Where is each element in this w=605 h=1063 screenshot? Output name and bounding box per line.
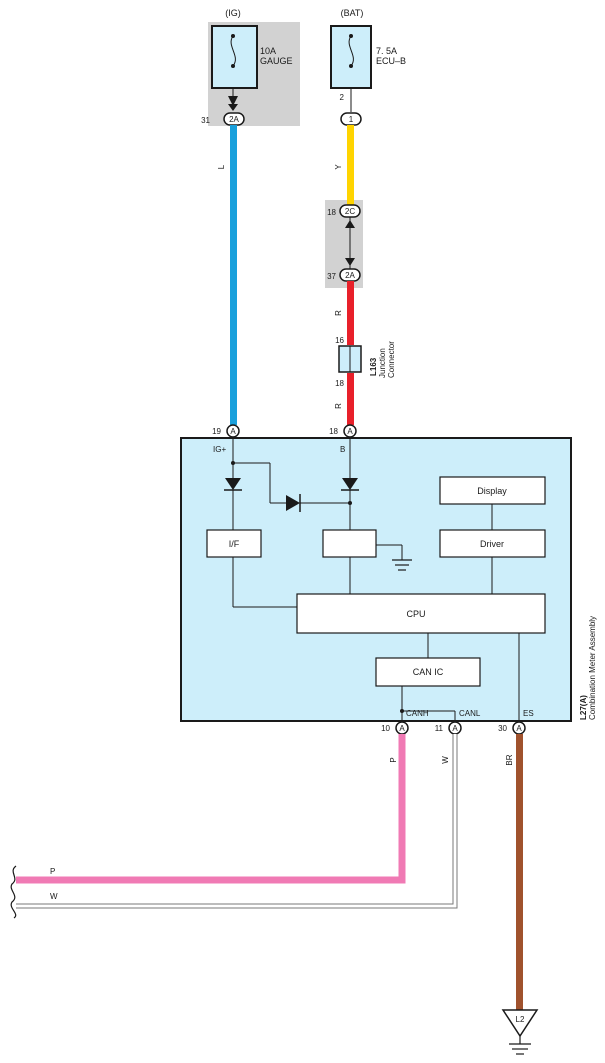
ground-id: L2: [516, 1015, 525, 1024]
wire-w-label: W: [441, 756, 450, 764]
pin-canh-label: CANH: [406, 709, 429, 718]
c2c-pin: 18: [327, 208, 336, 217]
bat-fuse-name: ECU–B: [376, 56, 406, 66]
ig-source-label: (IG): [225, 8, 241, 18]
svg-text:Driver: Driver: [480, 539, 504, 549]
if-block: [206, 529, 262, 558]
junction-label-2: Connector: [387, 341, 396, 378]
wire-l: [230, 125, 237, 425]
pin-b-num: 18: [329, 427, 338, 436]
svg-text:A: A: [399, 724, 405, 733]
display-block: [439, 476, 546, 505]
c2a-pin: 37: [327, 272, 336, 281]
cpu-block: [296, 593, 546, 634]
ig-connector-arrow: [228, 96, 238, 106]
can-ic-block: [375, 657, 481, 687]
meter-id: L27(A): [579, 695, 588, 720]
wire-br-label: BR: [505, 754, 514, 765]
diode-ig-icon: [225, 478, 241, 490]
ig-fuse-icon: [230, 35, 236, 67]
svg-text:2A: 2A: [229, 115, 239, 124]
svg-text:Display: Display: [477, 486, 507, 496]
wire-y: [347, 125, 354, 205]
svg-text:CAN IC: CAN IC: [413, 667, 444, 677]
ground-icon: [509, 1036, 531, 1055]
wire-p: [16, 734, 406, 884]
svg-text:CPU: CPU: [406, 609, 425, 619]
bat-source-label: (BAT): [341, 8, 364, 18]
wire-r1-label: R: [334, 310, 343, 316]
bat-fuse-icon: [348, 35, 354, 67]
wire-break-icon: [10, 865, 17, 919]
wire-br: [516, 734, 523, 1010]
wire-p-label: P: [389, 757, 398, 762]
internal-ground-icon: [392, 559, 412, 571]
bat-fuse-rating: 7. 5A: [376, 46, 397, 56]
svg-text:A: A: [452, 724, 458, 733]
wire-r2-label: R: [334, 403, 343, 409]
jc-top-pin: 16: [335, 336, 344, 345]
pin-b-label: B: [340, 445, 345, 454]
svg-text:2C: 2C: [345, 207, 355, 216]
c2c-arrow-icon: [345, 220, 355, 228]
junction-id: L163: [369, 357, 378, 376]
ground-l2-triangle: [501, 1009, 539, 1038]
ig-fuse-box[interactable]: [211, 25, 258, 89]
wire-p-h-label: P: [50, 867, 55, 876]
ig-fuse-name: GAUGE: [260, 56, 293, 66]
jc-bottom-pin: 18: [335, 379, 344, 388]
svg-text:1: 1: [349, 115, 354, 124]
regulator-block: [322, 529, 377, 558]
diode-b-icon: [342, 478, 358, 490]
svg-text:A: A: [516, 724, 522, 733]
wire-y-label: Y: [334, 164, 343, 170]
svg-text:A: A: [347, 427, 353, 436]
pin-es-label: ES: [523, 709, 534, 718]
meter-name: Combination Meter Assembly: [588, 616, 597, 720]
pin-ig-num: 19: [212, 427, 221, 436]
svg-text:2A: 2A: [345, 271, 355, 280]
c2a-arrow-icon: [345, 258, 355, 266]
pin-canl-label: CANL: [459, 709, 481, 718]
driver-block: [439, 529, 546, 558]
wire-w-h-label: W: [50, 892, 58, 901]
wire-r-lower: [347, 373, 354, 425]
pin-es-num: 30: [498, 724, 507, 733]
svg-text:I/F: I/F: [229, 539, 240, 549]
wire-l-label: L: [217, 164, 226, 169]
pin-canh-num: 10: [381, 724, 390, 733]
pin-canl-num: 11: [435, 724, 444, 733]
svg-text:A: A: [230, 427, 236, 436]
wire-r-upper: [347, 281, 354, 345]
ig-fuse-rating: 10A: [260, 46, 276, 56]
ig-fuse-pin: 31: [201, 116, 210, 125]
bat-fuse-pin: 2: [340, 93, 345, 102]
diode-ig-horizontal-icon: [286, 495, 300, 511]
pin-ig-label: IG+: [213, 445, 226, 454]
junction-label-1: Junction: [378, 348, 387, 378]
